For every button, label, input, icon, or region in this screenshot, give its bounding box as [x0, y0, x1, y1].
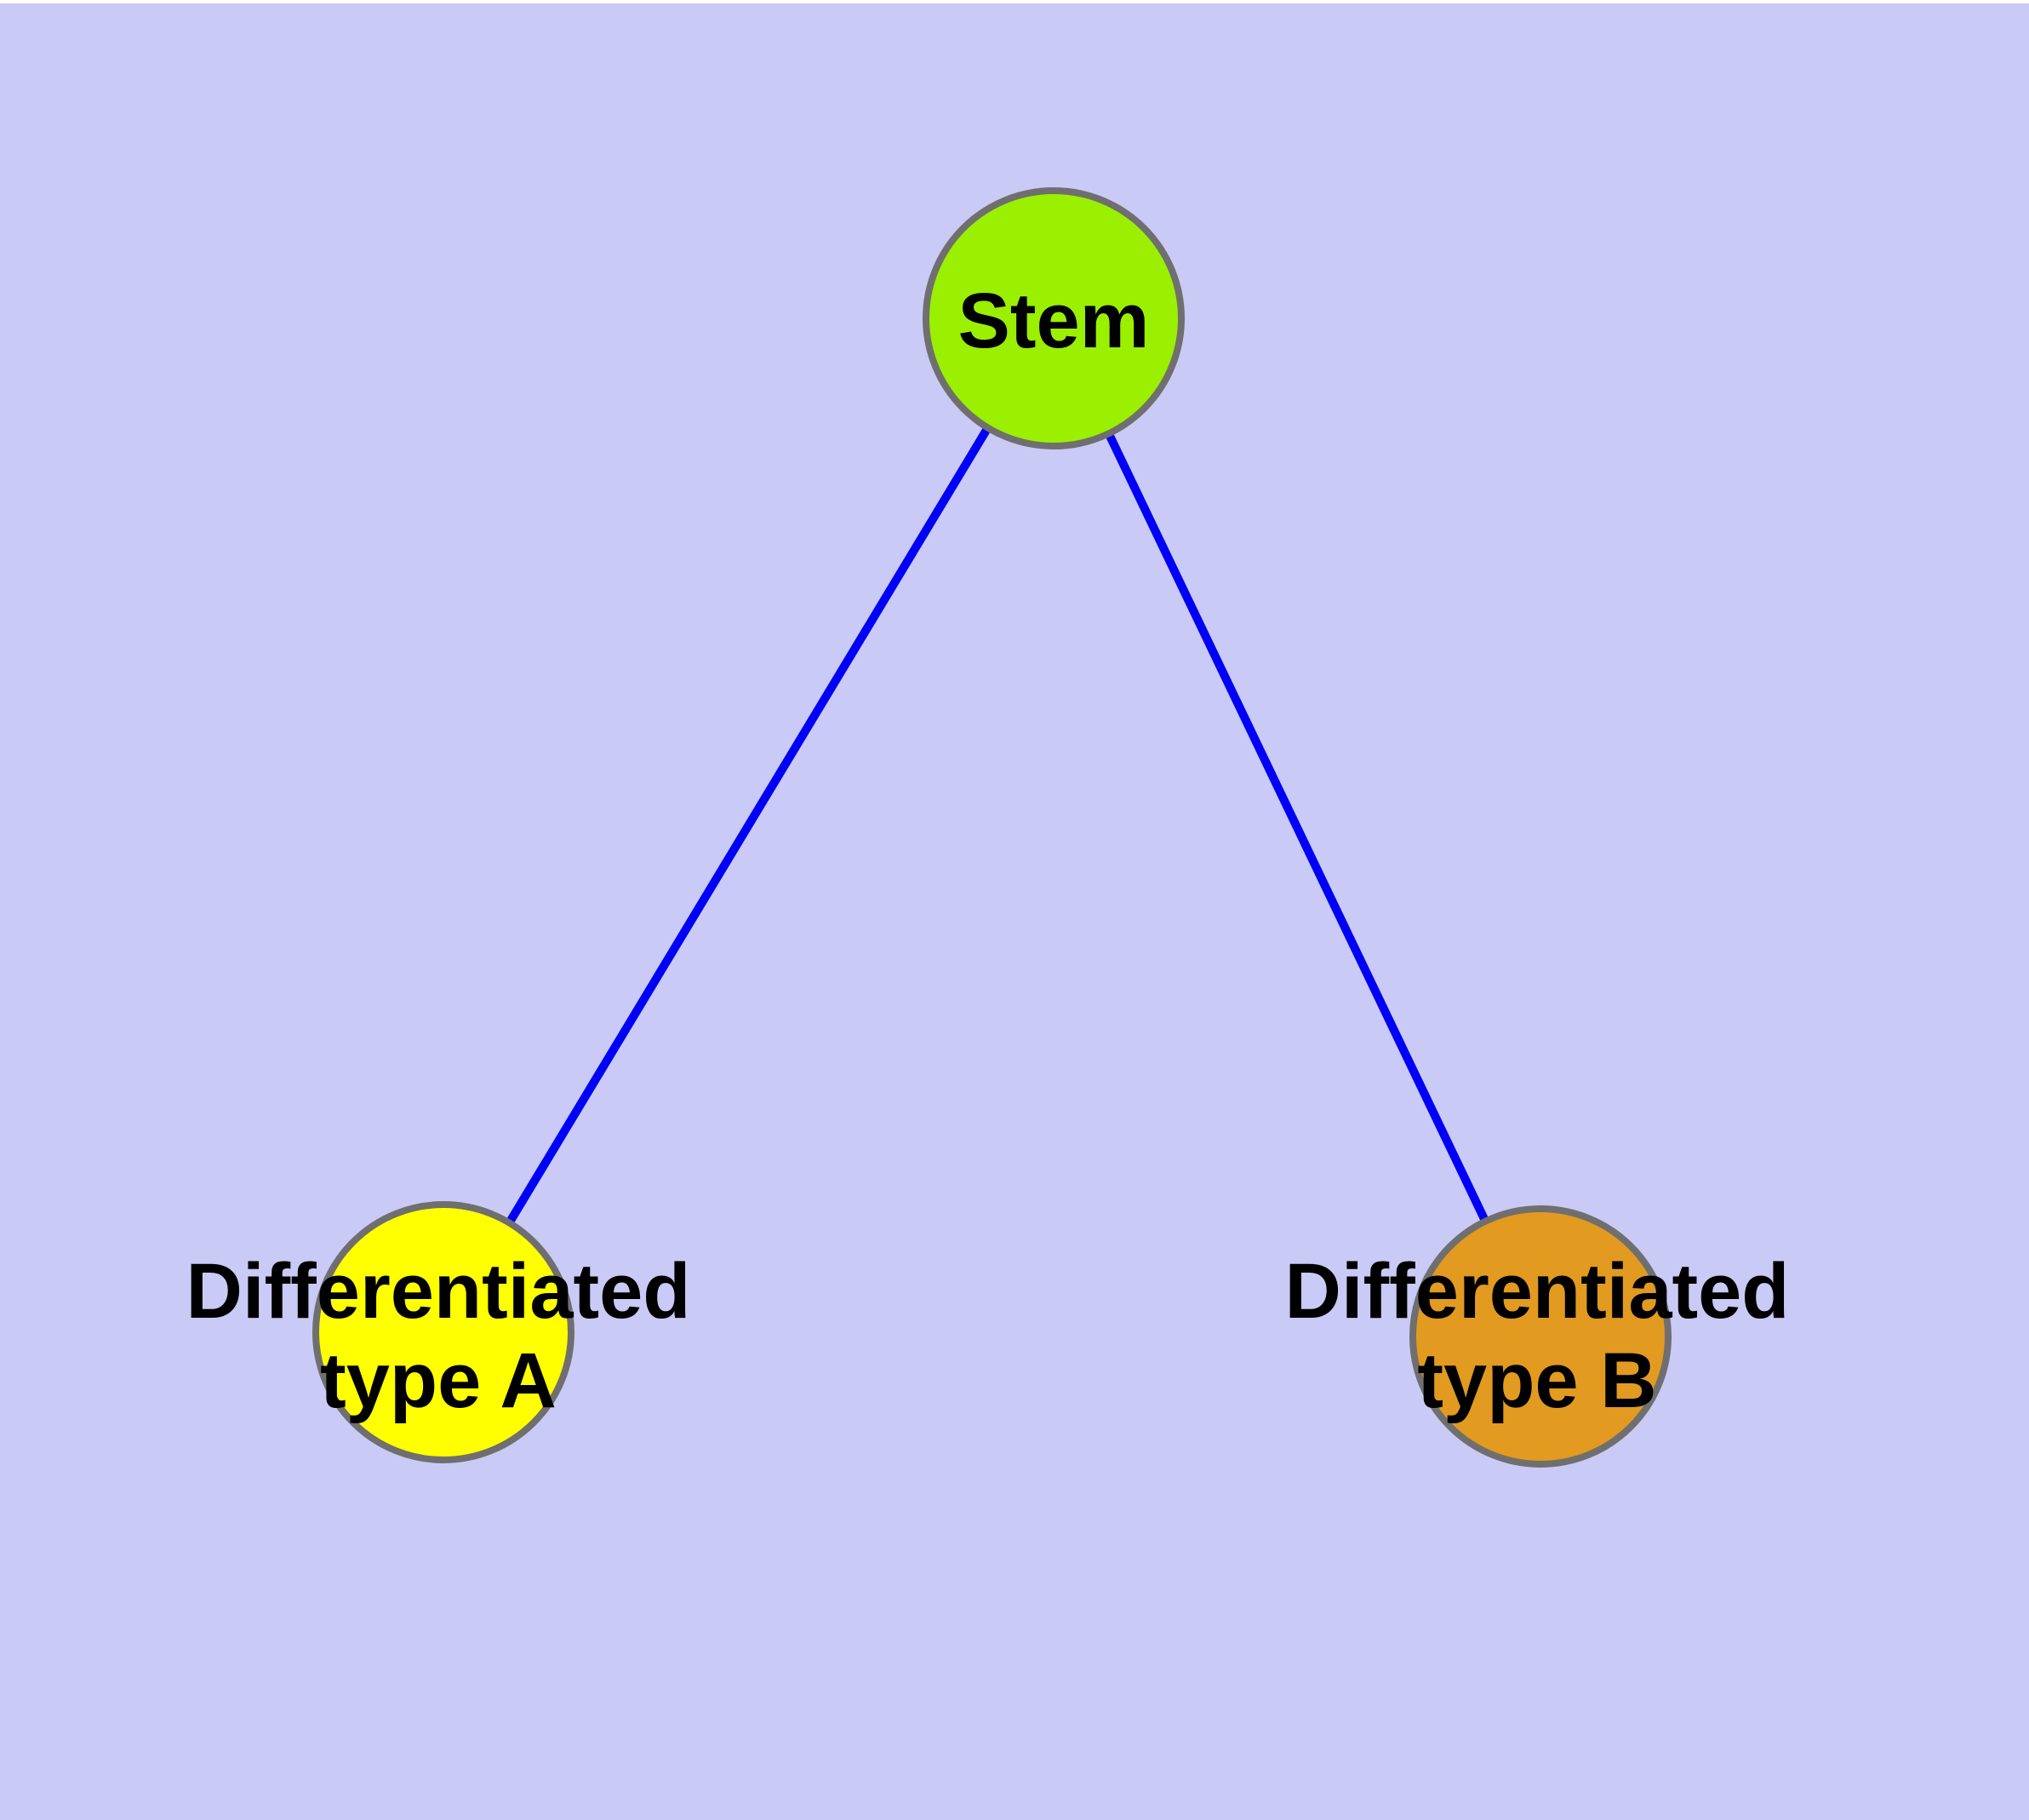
node-type-b-label-line1: Differentiated — [1285, 1248, 1790, 1335]
node-type-a-label-line1: Differentiated — [186, 1248, 691, 1335]
node-stem-label: Stem — [958, 278, 1150, 364]
edge-stem-to-type-b — [1049, 316, 1545, 1339]
node-type-b-circle — [1409, 1205, 1672, 1468]
top-edge-strip — [0, 0, 2029, 3]
node-type-b-label-line2: type B — [1417, 1337, 1656, 1424]
node-type-a-label-line2: type A — [320, 1337, 557, 1424]
node-type-a-circle — [312, 1201, 574, 1463]
edge-stem-to-type-a — [439, 316, 1058, 1335]
node-stem-circle — [923, 187, 1185, 449]
